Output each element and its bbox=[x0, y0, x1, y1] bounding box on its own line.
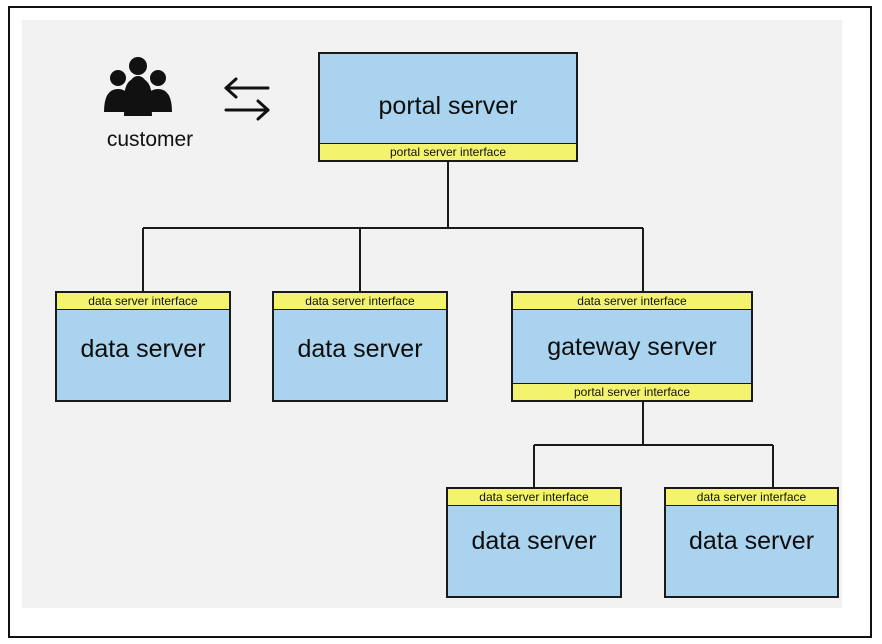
data-server-title: data server bbox=[297, 335, 423, 363]
gateway-server-title: gateway server bbox=[547, 333, 717, 361]
data-server-node[interactable]: data server interface data server bbox=[664, 487, 839, 598]
data-server-node[interactable]: data server interface data server bbox=[446, 487, 622, 598]
portal-server-node[interactable]: portal server portal server interface bbox=[318, 52, 578, 162]
portal-server-interface: portal server interface bbox=[320, 143, 576, 160]
gateway-server-node[interactable]: data server interface gateway server por… bbox=[511, 291, 753, 402]
data-server-title: data server bbox=[688, 527, 815, 555]
data-server-title: data server bbox=[471, 527, 597, 555]
data-server-node[interactable]: data server interface data server bbox=[272, 291, 448, 402]
gateway-data-server-interface: data server interface bbox=[513, 293, 751, 310]
gateway-portal-server-interface: portal server interface bbox=[513, 383, 751, 400]
people-group-icon bbox=[104, 57, 172, 116]
data-server-node[interactable]: data server interface data server bbox=[55, 291, 231, 402]
portal-server-title: portal server bbox=[378, 92, 518, 120]
data-server-title: data server bbox=[80, 335, 206, 363]
customer-group bbox=[88, 56, 208, 156]
data-server-interface: data server interface bbox=[57, 293, 229, 310]
data-server-interface: data server interface bbox=[448, 489, 620, 506]
data-server-interface: data server interface bbox=[666, 489, 837, 506]
customer-label: customer bbox=[106, 128, 194, 151]
data-server-interface: data server interface bbox=[274, 293, 446, 310]
bidirectional-arrows-icon bbox=[224, 77, 270, 121]
